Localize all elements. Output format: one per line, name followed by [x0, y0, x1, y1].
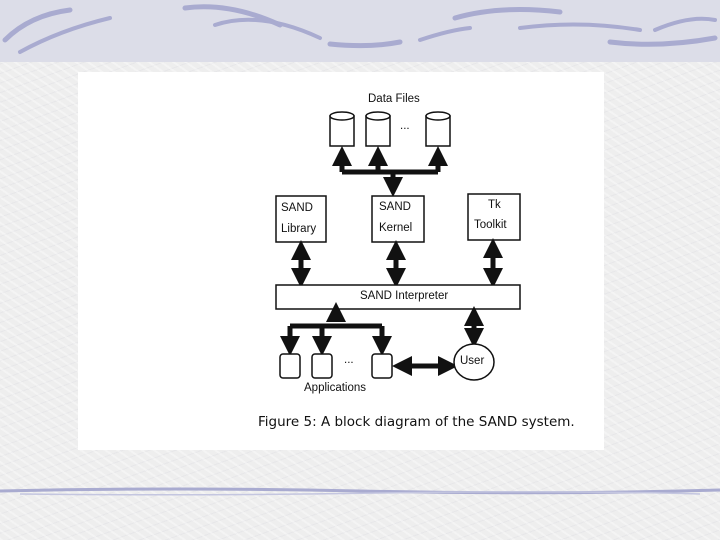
- sand-kernel-label-line1: SAND: [379, 201, 411, 213]
- sand-library-box: [275, 195, 327, 243]
- application-box: [311, 353, 333, 379]
- sand-kernel-box: [371, 195, 425, 243]
- top-decoration-band: [0, 0, 720, 62]
- bottom-decoration-rule: [0, 487, 720, 496]
- data-file-cylinder: [329, 111, 355, 147]
- data-files-label: Data Files: [368, 93, 420, 105]
- data-file-cylinder: [365, 111, 391, 147]
- data-file-cylinder: [425, 111, 451, 147]
- diagram-image: Data Files ... SAND Library SAND Kernel …: [78, 72, 604, 450]
- sand-library-label-line1: SAND: [281, 202, 313, 214]
- brush-stroke-decoration: [2, 4, 718, 54]
- block-diagram: [275, 111, 521, 381]
- applications-connector: [280, 302, 392, 356]
- data-files-ellipsis: ...: [400, 120, 410, 132]
- user-label: User: [460, 355, 485, 367]
- tk-toolkit-box: [467, 193, 521, 241]
- sand-kernel-label-line2: Kernel: [379, 222, 413, 234]
- application-box: [371, 353, 393, 379]
- user-circle: [453, 343, 495, 381]
- sand-library-label-line2: Library: [281, 223, 317, 235]
- applications-ellipsis: ...: [344, 354, 354, 366]
- sand-interpreter-box: [275, 284, 521, 310]
- data-files-connector: [332, 146, 448, 197]
- sand-interpreter-label: SAND Interpreter: [360, 290, 449, 302]
- tk-toolkit-label-line1: Tk: [488, 199, 501, 211]
- application-box: [279, 353, 301, 379]
- tk-toolkit-label-line2: Toolkit: [474, 219, 507, 231]
- applications-label: Applications: [304, 382, 367, 394]
- figure-caption: Figure 5: A block diagram of the SAND sy…: [258, 414, 575, 430]
